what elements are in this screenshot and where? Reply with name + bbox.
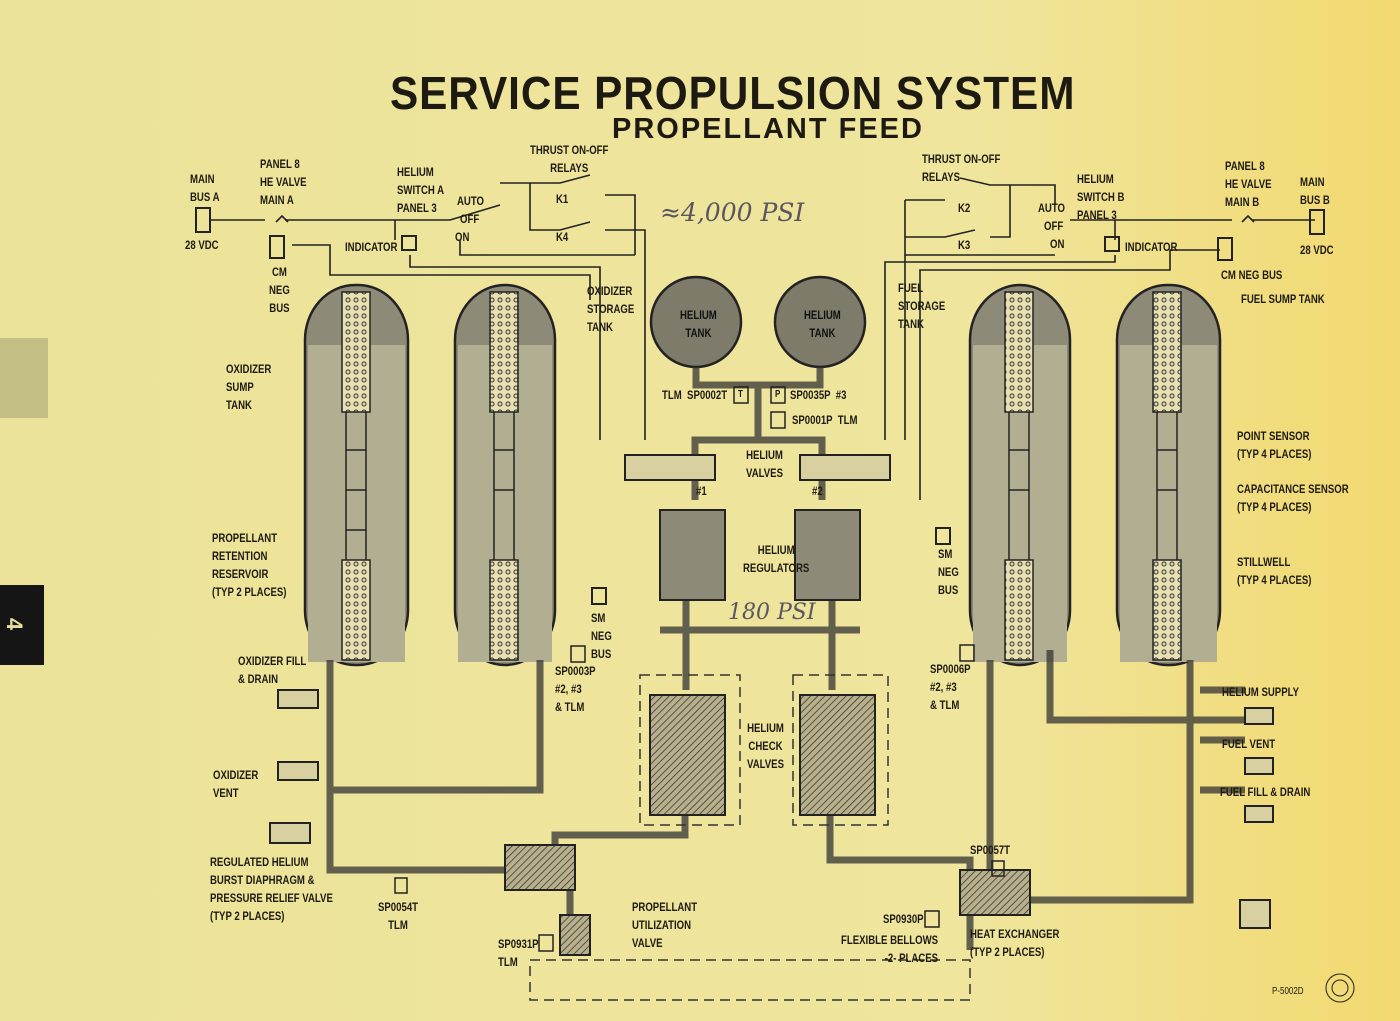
helium-tank-2-label: HELIUM TANK — [804, 308, 841, 340]
check-valves-label: HELIUM CHECK VALVES — [747, 721, 784, 771]
oxidizer-storage-label: OXIDIZER STORAGE TANK — [587, 284, 635, 334]
helium-supply-label: HELIUM SUPPLY — [1222, 685, 1299, 699]
thrust-relays-left-label: THRUST ON-OFF RELAYS — [530, 143, 609, 175]
relay-k4: K4 — [556, 230, 569, 244]
fuel-vent-label: FUEL VENT — [1222, 737, 1276, 751]
voltage-b-label: 28 VDC — [1300, 243, 1334, 257]
he-valve-main-b-label: PANEL 8 HE VALVE MAIN B — [1225, 159, 1272, 209]
he-valve-main-a-label: PANEL 8 HE VALVE MAIN A — [260, 157, 307, 207]
indicator-b-label: INDICATOR — [1125, 240, 1178, 254]
sp0054t-label: SP0054T TLM — [378, 900, 419, 932]
switch-b-on: ON — [1050, 237, 1065, 251]
page-subtitle: PROPELLANT FEED — [612, 113, 924, 145]
figure-number: P-5002D — [1272, 986, 1304, 997]
helium-valves-label: HELIUM VALVES — [746, 448, 783, 480]
helium-regulators-label: HELIUM REGULATORS — [743, 543, 810, 575]
switch-b-auto: AUTO — [1038, 201, 1066, 215]
relay-k2: K2 — [958, 201, 971, 215]
sp0001p-label: SP0001P TLM — [792, 413, 858, 427]
sp0006p-label: SP0006P #2, #3 & TLM — [930, 662, 971, 712]
capacitance-sensor-label: CAPACITANCE SENSOR (TYP 4 PLACES) — [1237, 482, 1349, 514]
t-marker: T — [738, 389, 743, 400]
sm-neg-bus-right-label: SM NEG BUS — [938, 547, 959, 597]
flexible-bellows-label: FLEXIBLE BELLOWS -2- PLACES — [841, 933, 939, 965]
helium-switch-b-label: HELIUM SWITCH B PANEL 3 — [1077, 172, 1125, 222]
relay-k1: K1 — [556, 192, 569, 206]
valve-2-label: #2 — [812, 484, 823, 498]
p-marker: P — [775, 389, 781, 400]
helium-pressure-note: ≈4,000 PSI — [660, 198, 805, 227]
sp0930p-label: SP0930P — [883, 912, 924, 926]
faded-page-tab — [0, 338, 48, 418]
sm-neg-bus-left-label: SM NEG BUS — [591, 611, 612, 661]
page-title: SERVICE PROPULSION SYSTEM — [390, 67, 1076, 119]
page-tab: 4 — [0, 585, 44, 665]
oxidizer-sump-label: OXIDIZER SUMP TANK — [226, 362, 272, 412]
indicator-a-label: INDICATOR — [345, 240, 398, 254]
relay-k3: K3 — [958, 238, 971, 252]
regulated-pressure-note: 180 PSI — [728, 600, 816, 625]
switch-a-on: ON — [455, 230, 470, 244]
oxidizer-fill-label: OXIDIZER FILL & DRAIN — [238, 654, 307, 686]
voltage-a-label: 28 VDC — [185, 238, 219, 252]
fuel-fill-label: FUEL FILL & DRAIN — [1220, 785, 1311, 799]
switch-a-auto: AUTO — [457, 194, 485, 208]
switch-b-off: OFF — [1044, 219, 1064, 233]
heat-exchanger-label: HEAT EXCHANGER (TYP 2 PLACES) — [970, 927, 1060, 959]
main-bus-b-label: MAIN BUS B — [1300, 175, 1330, 207]
stillwell-label: STILLWELL (TYP 4 PLACES) — [1237, 555, 1312, 587]
burst-diaphragm-label: REGULATED HELIUM BURST DIAPHRAGM & PRESS… — [210, 855, 333, 923]
valve-1-label: #1 — [696, 484, 707, 498]
pu-valve-label: PROPELLANT UTILIZATION VALVE — [632, 900, 698, 950]
sp0003p-label: SP0003P #2, #3 & TLM — [555, 664, 596, 714]
sp0057t-label: SP0057T — [970, 843, 1011, 857]
fuel-storage-label: FUEL STORAGE TANK — [898, 281, 946, 331]
helium-tank-1-label: HELIUM TANK — [680, 308, 717, 340]
cm-neg-bus-b-label: CM NEG BUS — [1221, 268, 1283, 282]
cm-neg-bus-a-label: CM NEG BUS — [269, 265, 290, 315]
switch-a-off: OFF — [460, 212, 480, 226]
sp0002t-label: TLM SP0002T — [662, 388, 728, 402]
sp0035p-label: SP0035P #3 — [790, 388, 847, 402]
oxidizer-vent-label: OXIDIZER VENT — [213, 768, 259, 800]
sp0931p-label: SP0931P TLM — [498, 937, 539, 969]
main-bus-a-label: MAIN BUS A — [190, 172, 220, 204]
fuel-sump-label: FUEL SUMP TANK — [1241, 292, 1325, 306]
retention-reservoir-label: PROPELLANT RETENTION RESERVOIR (TYP 2 PL… — [212, 531, 287, 599]
point-sensor-label: POINT SENSOR (TYP 4 PLACES) — [1237, 429, 1312, 461]
thrust-relays-right-label: THRUST ON-OFF RELAYS — [922, 152, 1001, 184]
helium-switch-a-label: HELIUM SWITCH A PANEL 3 — [397, 165, 445, 215]
